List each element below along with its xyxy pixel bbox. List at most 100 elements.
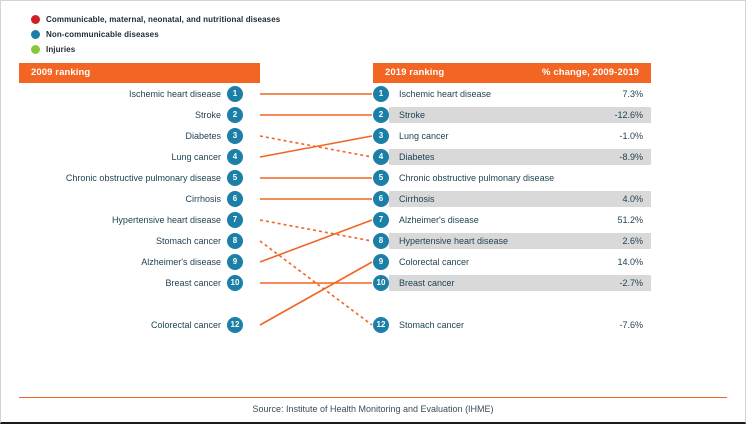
right-rank-label: Colorectal cancer <box>399 257 470 267</box>
right-rank-label: Breast cancer <box>399 278 455 288</box>
legend-dot-icon <box>31 15 40 24</box>
legend-item-label: Communicable, maternal, neonatal, and nu… <box>46 15 281 24</box>
right-rank-label: Cirrhosis <box>399 194 435 204</box>
percent-change-value: -1.0% <box>619 131 643 141</box>
right-rank-label: Alzheimer's disease <box>399 215 479 225</box>
left-rank-label: Breast cancer <box>165 278 221 288</box>
left-rank-badge: 9 <box>227 254 243 270</box>
left-rank-badge: 6 <box>227 191 243 207</box>
source-note: Source: Institute of Health Monitoring a… <box>252 404 494 414</box>
legend: Communicable, maternal, neonatal, and nu… <box>31 13 280 58</box>
row-stripe <box>389 107 651 123</box>
right-rank-badge: 2 <box>373 107 389 123</box>
right-rank-badge: 9 <box>373 254 389 270</box>
right-rank-label: Hypertensive heart disease <box>399 236 509 246</box>
percent-change-value: -2.7% <box>619 278 643 288</box>
left-rank-row[interactable]: Hypertensive heart disease 7 <box>112 212 243 228</box>
left-rank-badge: 5 <box>227 170 243 186</box>
right-rank-badge: 6 <box>373 191 389 207</box>
right-rank-row[interactable]: 3 Lung cancer -1.0% <box>373 128 651 144</box>
left-rank-badge: 7 <box>227 212 243 228</box>
left-rank-badge: 8 <box>227 233 243 249</box>
left-rank-row[interactable]: Ischemic heart disease 1 <box>129 86 243 102</box>
left-rank-badge: 4 <box>227 149 243 165</box>
row-stripe <box>389 233 651 249</box>
right-rank-row[interactable]: 9 Colorectal cancer 14.0% <box>373 254 651 270</box>
right-rank-label: Ischemic heart disease <box>399 89 492 99</box>
right-rank-row[interactable]: 6 Cirrhosis 4.0% <box>373 191 651 207</box>
right-rank-badge: 10 <box>373 275 389 291</box>
left-rank-row[interactable]: Breast cancer 10 <box>165 275 243 291</box>
right-rank-row[interactable]: 12 Stomach cancer -7.6% <box>373 317 651 333</box>
left-rank-row[interactable]: Diabetes 3 <box>185 128 243 144</box>
left-rank-label: Hypertensive heart disease <box>111 215 221 225</box>
left-column-header-title: 2009 ranking <box>31 67 91 78</box>
percent-change-value: -7.6% <box>619 320 643 330</box>
footer-divider <box>19 397 727 398</box>
right-rank-badge: 4 <box>373 149 389 165</box>
right-rank-label: Lung cancer <box>399 131 449 141</box>
right-rank-badge: 5 <box>373 170 389 186</box>
legend-item: Non-communicable diseases <box>31 28 280 41</box>
left-rank-badge: 2 <box>227 107 243 123</box>
right-column-change-title: % change, 2009-2019 <box>542 67 639 78</box>
left-rank-row[interactable]: Lung cancer 4 <box>171 149 243 165</box>
left-column-header-bar: 2009 ranking <box>19 63 260 83</box>
right-rank-row[interactable]: 8 Hypertensive heart disease 2.6% <box>373 233 651 249</box>
left-rank-label: Stomach cancer <box>155 236 221 246</box>
right-rank-badge: 12 <box>373 317 389 333</box>
right-rank-label: Stomach cancer <box>399 320 465 330</box>
percent-change-value: 2.6% <box>622 236 643 246</box>
right-rank-row[interactable]: 10 Breast cancer -2.7% <box>373 275 651 291</box>
right-column-header-title: 2019 ranking <box>385 67 445 78</box>
left-rank-label: Cirrhosis <box>185 194 221 204</box>
legend-item: Communicable, maternal, neonatal, and nu… <box>31 13 280 26</box>
percent-change-value: -12.6% <box>614 110 643 120</box>
right-rank-row[interactable]: 5 Chronic obstructive pulmonary disease <box>373 170 651 186</box>
left-rank-badge: 12 <box>227 317 243 333</box>
left-rank-label: Alzheimer's disease <box>141 257 221 267</box>
left-rank-label: Ischemic heart disease <box>128 89 221 99</box>
legend-item-label: Non-communicable diseases <box>46 30 159 39</box>
right-column-header-bar: 2019 ranking % change, 2009-2019 <box>373 63 651 83</box>
legend-item-label: Injuries <box>46 45 76 54</box>
right-rank-badge: 3 <box>373 128 389 144</box>
left-rank-label: Stroke <box>194 110 221 120</box>
row-stripe <box>389 191 651 207</box>
left-rank-row[interactable]: Stomach cancer 8 <box>156 233 243 249</box>
left-rank-row[interactable]: Colorectal cancer 12 <box>151 317 243 333</box>
right-rank-badge: 8 <box>373 233 389 249</box>
legend-item: Injuries <box>31 43 280 56</box>
percent-change-value: 7.3% <box>622 89 643 99</box>
right-rank-badge: 1 <box>373 86 389 102</box>
right-rank-row[interactable]: 2 Stroke -12.6% <box>373 107 651 123</box>
left-rank-label: Diabetes <box>185 131 221 141</box>
right-rank-row[interactable]: 1 Ischemic heart disease 7.3% <box>373 86 651 102</box>
left-rank-label: Lung cancer <box>171 152 221 162</box>
percent-change-value: -8.9% <box>619 152 643 162</box>
right-rank-label: Diabetes <box>399 152 435 162</box>
row-stripe <box>389 275 651 291</box>
legend-dot-icon <box>31 45 40 54</box>
right-rank-label: Chronic obstructive pulmonary disease <box>399 173 555 183</box>
left-rank-row[interactable]: Alzheimer's disease 9 <box>141 254 243 270</box>
left-rank-badge: 1 <box>227 86 243 102</box>
left-rank-label: Chronic obstructive pulmonary disease <box>65 173 221 183</box>
left-rank-badge: 3 <box>227 128 243 144</box>
percent-change-value: 14.0% <box>617 257 643 267</box>
left-rank-row[interactable]: Chronic obstructive pulmonary disease 5 <box>66 170 243 186</box>
right-rank-row[interactable]: 4 Diabetes -8.9% <box>373 149 651 165</box>
left-rank-badge: 10 <box>227 275 243 291</box>
percent-change-value: 51.2% <box>617 215 643 225</box>
left-rank-row[interactable]: Cirrhosis 6 <box>185 191 243 207</box>
left-rank-label: Colorectal cancer <box>150 320 221 330</box>
percent-change-value: 4.0% <box>622 194 643 204</box>
legend-dot-icon <box>31 30 40 39</box>
row-stripe <box>389 149 651 165</box>
left-rank-row[interactable]: Stroke 2 <box>195 107 243 123</box>
right-rank-label: Stroke <box>399 110 426 120</box>
